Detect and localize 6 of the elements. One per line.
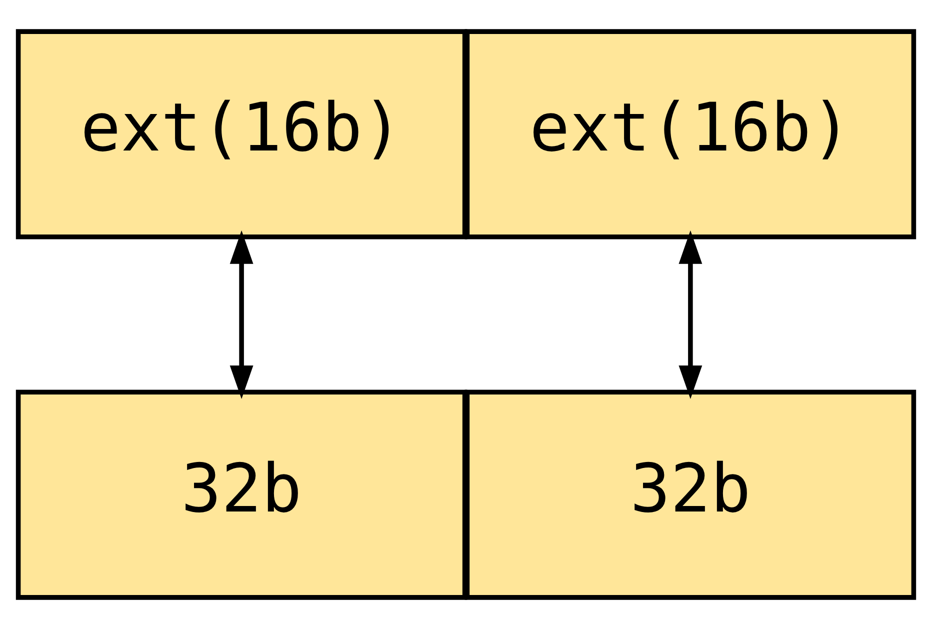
node-box: ext(16b) xyxy=(16,28,468,239)
arrow xyxy=(230,230,254,398)
node-box: 32b xyxy=(16,389,468,600)
node-box: 32b xyxy=(464,389,916,600)
node-box: ext(16b) xyxy=(464,28,916,239)
arrow xyxy=(678,230,702,398)
